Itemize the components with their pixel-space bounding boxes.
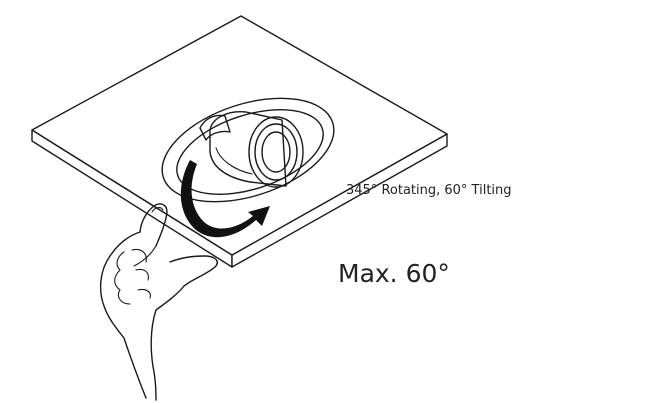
hand-index-finger xyxy=(139,203,168,247)
hand-fingers-folded xyxy=(114,248,151,305)
hand-wrist xyxy=(150,285,185,401)
lamp-body-contour xyxy=(215,147,253,175)
trim-ring-inner xyxy=(176,108,324,196)
hand-crease xyxy=(133,245,157,267)
lens-housing xyxy=(248,116,304,188)
curved-arrow-icon xyxy=(180,160,270,238)
hand-thumb xyxy=(169,255,218,287)
lamp-body xyxy=(209,111,287,187)
rotation-spec-label: 345° Rotating, 60° Tilting xyxy=(346,183,512,198)
lens-glass xyxy=(261,131,291,173)
hand-palm xyxy=(99,231,147,399)
trim-ring-outer xyxy=(161,97,335,203)
arrow-shaft xyxy=(180,160,270,238)
gimbal-bracket xyxy=(199,114,231,141)
spotlight-icon xyxy=(161,97,335,203)
ceiling-panel xyxy=(31,15,448,268)
max-tilt-label: Max. 60° xyxy=(338,259,450,288)
hand-index-nail xyxy=(151,207,164,213)
hand-adjusting-icon xyxy=(99,203,218,401)
ceiling-panel-top xyxy=(31,15,448,256)
lens-ring xyxy=(254,123,298,181)
